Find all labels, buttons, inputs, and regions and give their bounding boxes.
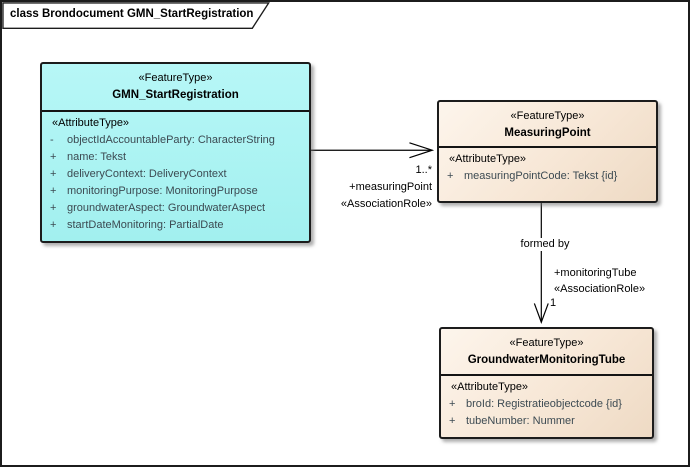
association-target-role: +measuringPoint (349, 181, 432, 193)
diagram-title: class Brondocument GMN_StartRegistration (10, 8, 254, 20)
attribute-row: + measuringPointCode: Tekst {id} (445, 169, 652, 186)
visibility-symbol: + (50, 185, 57, 197)
attribute-signature: monitoringPurpose: MonitoringPurpose (67, 185, 258, 197)
attribute-compartment: «AttributeType» + measuringPointCode: Te… (439, 148, 656, 186)
attribute-row: + name: Tekst (48, 150, 305, 167)
attribute-compartment: «AttributeType» + broId: Registratieobje… (441, 376, 652, 431)
attribute-row: + startDateMonitoring: PartialDate (48, 218, 305, 235)
association-formed-by[interactable] (533, 200, 549, 324)
attribute-signature: objectIdAccountableParty: CharacterStrin… (67, 134, 275, 146)
attribute-row: + tubeNumber: Nummer (447, 414, 648, 431)
attribute-signature: name: Tekst (67, 151, 127, 163)
class-stereotype: «FeatureType» (509, 337, 584, 349)
attribute-signature: broId: Registratieobjectcode {id} (466, 398, 622, 410)
class-name: GMN_StartRegistration (112, 89, 239, 101)
visibility-symbol: + (50, 151, 57, 163)
visibility-symbol: + (447, 170, 454, 182)
visibility-symbol: + (50, 202, 57, 214)
class-box-groundwater-monitoring-tube[interactable]: «FeatureType» GroundwaterMonitoringTube … (439, 327, 654, 439)
class-stereotype: «FeatureType» (138, 72, 213, 84)
class-header: «FeatureType» GroundwaterMonitoringTube (441, 329, 652, 376)
visibility-symbol: - (50, 134, 54, 146)
compartment-stereotype: «AttributeType» (449, 153, 527, 165)
attribute-signature: startDateMonitoring: PartialDate (67, 219, 224, 231)
attribute-row: + monitoringPurpose: MonitoringPurpose (48, 184, 305, 201)
visibility-symbol: + (449, 415, 456, 427)
visibility-symbol: + (449, 398, 456, 410)
attribute-compartment: «AttributeType» - objectIdAccountablePar… (42, 112, 309, 235)
attribute-row: + broId: Registratieobjectcode {id} (447, 397, 648, 414)
class-box-measuring-point[interactable]: «FeatureType» MeasuringPoint «AttributeT… (437, 100, 658, 203)
class-box-gmn-startregistration[interactable]: «FeatureType» GMN_StartRegistration «Att… (40, 62, 311, 243)
attribute-signature: groundwaterAspect: GroundwaterAspect (67, 202, 266, 214)
attribute-signature: tubeNumber: Nummer (466, 415, 575, 427)
compartment-stereotype: «AttributeType» (451, 381, 529, 393)
class-name: GroundwaterMonitoringTube (467, 354, 626, 366)
association-stereotype: «AssociationRole» (554, 283, 646, 295)
attribute-signature: deliveryContext: DeliveryContext (67, 168, 227, 180)
association-measuring-point[interactable] (307, 142, 435, 159)
class-stereotype: «FeatureType» (510, 110, 585, 122)
class-name: MeasuringPoint (504, 127, 591, 139)
association-stereotype: «AssociationRole» (340, 198, 432, 210)
association-target-multiplicity: 1 (550, 297, 557, 309)
association-target-role: +monitoringTube (554, 267, 637, 279)
open-arrowhead-right-icon (409, 142, 435, 159)
attribute-signature: measuringPointCode: Tekst {id} (464, 170, 618, 182)
class-header: «FeatureType» GMN_StartRegistration (42, 64, 309, 112)
association-name: formed by (494, 238, 596, 251)
attribute-row: + groundwaterAspect: GroundwaterAspect (48, 201, 305, 218)
attribute-row: + deliveryContext: DeliveryContext (48, 167, 305, 184)
open-arrowhead-down-icon (533, 303, 549, 324)
visibility-symbol: + (50, 168, 57, 180)
compartment-stereotype: «AttributeType» (52, 117, 130, 129)
visibility-symbol: + (50, 219, 57, 231)
attribute-row: - objectIdAccountableParty: CharacterStr… (48, 133, 305, 150)
class-header: «FeatureType» MeasuringPoint (439, 102, 656, 148)
association-target-multiplicity: 1..* (415, 164, 432, 176)
